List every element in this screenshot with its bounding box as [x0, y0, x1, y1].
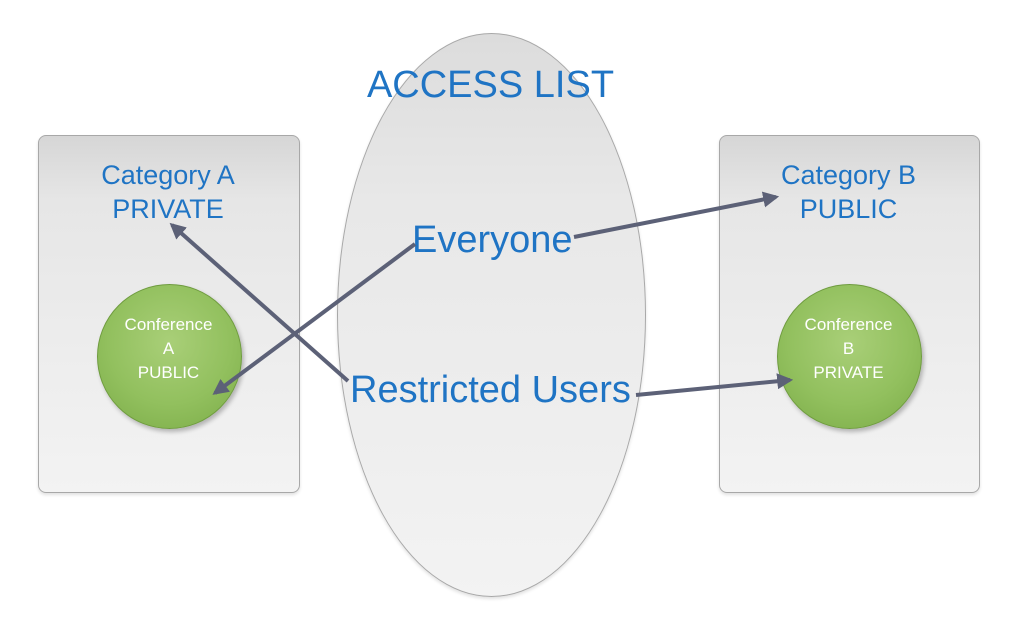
conference-b-visibility: PRIVATE: [813, 363, 884, 382]
conference-a-letter: A: [162, 339, 175, 358]
category-b-title: Category B PUBLIC: [719, 158, 978, 226]
category-a-title: Category A PRIVATE: [38, 158, 298, 226]
conference-b-letter: B: [842, 339, 855, 358]
category-a-visibility: PRIVATE: [112, 194, 224, 224]
conference-a-visibility: PUBLIC: [137, 363, 200, 382]
access-list-oval: [337, 33, 646, 597]
everyone-label: Everyone: [412, 219, 573, 261]
category-a-name: Category A: [101, 160, 235, 190]
conference-b-name: Conference: [804, 315, 893, 334]
restricted-users-label: Restricted Users: [350, 369, 631, 411]
access-list-title: ACCESS LIST: [366, 64, 615, 106]
conference-b-label: Conference B PRIVATE: [777, 313, 920, 385]
conference-a-name: Conference: [124, 315, 213, 334]
category-b-visibility: PUBLIC: [799, 194, 898, 224]
category-b-name: Category B: [780, 160, 917, 190]
conference-b-circle: [777, 284, 922, 429]
conference-a-label: Conference A PUBLIC: [97, 313, 240, 385]
